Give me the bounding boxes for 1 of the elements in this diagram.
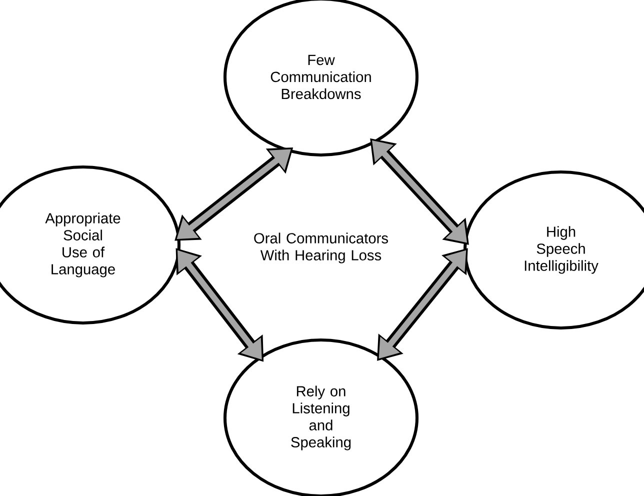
center-label: Oral Communicators With Hearing Loss	[254, 232, 388, 264]
